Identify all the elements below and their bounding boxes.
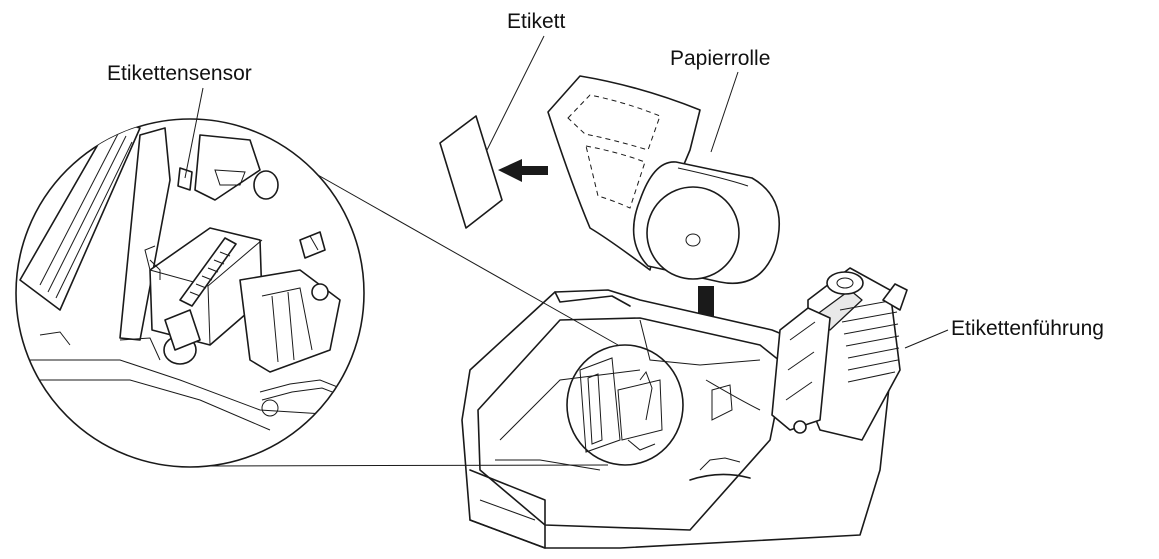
paper-roll <box>547 75 781 284</box>
label-etikettenfuehrung: Etikettenführung <box>951 317 1104 340</box>
label-etikettensensor: Etikettensensor <box>107 62 252 85</box>
label-papierrolle: Papierrolle <box>670 47 771 70</box>
single-label-sheet <box>439 115 503 229</box>
magnified-sensor-view <box>15 118 365 468</box>
magnifier-lines <box>203 165 619 467</box>
sensor-detail-circle <box>566 344 684 466</box>
label-guide-assembly <box>771 267 908 441</box>
left-arrow <box>498 159 548 182</box>
label-etikett: Etikett <box>507 10 566 33</box>
leader-lines <box>184 35 949 349</box>
